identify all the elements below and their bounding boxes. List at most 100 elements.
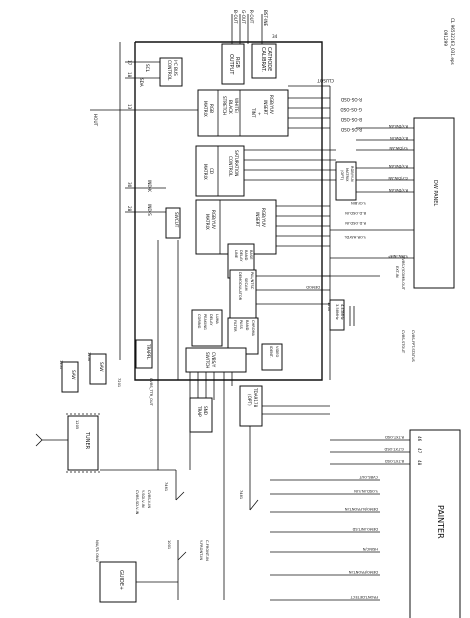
i2c-label2: CONTROL (167, 60, 172, 81)
block-i2c-control (159, 57, 183, 87)
ident-label1: VIDEO (275, 346, 279, 358)
dw-input-4: Y-DW-INMP (388, 254, 408, 258)
cd-matrix-label1: CD (209, 168, 214, 174)
out-b-osd: B-OS-OSD (341, 117, 362, 122)
saw2-label: SAW (99, 362, 104, 372)
insert-label2: INSERT (263, 100, 268, 115)
out-g-osd: G-OS-OSD (340, 107, 362, 112)
dw-input-0: Y-GY-BIN (351, 201, 366, 205)
swcut-label: SWCUT (174, 212, 179, 228)
top-signal-g-out: G-OUT (241, 10, 246, 24)
tda-label1: TDA9178 (253, 387, 258, 408)
chroma-label2: BAND (245, 320, 249, 331)
chroma-label1: CHROMA (251, 320, 255, 337)
pin-17: 17 (127, 60, 132, 66)
rgb-output-label1: RGB (234, 57, 240, 68)
block-luma-delay (191, 309, 223, 347)
block-trapfl (135, 339, 153, 369)
demod-label1: PAL/NTSC (250, 272, 254, 290)
block-rgb-matrix (197, 89, 289, 137)
block-cvbs-switch (185, 347, 247, 373)
stretch-label1: WHITE/ (234, 98, 239, 114)
tda-label2: (OPT) (247, 394, 252, 406)
block-dw-panel (413, 117, 455, 289)
label-ind-k: IND-K (147, 180, 152, 192)
xtal-label2: 3.58MHz (335, 304, 339, 320)
bbd-label4: LINE (234, 250, 238, 259)
mid-label-4: CVBS-FPT-STATUS (411, 330, 415, 363)
lr-label-2: DEMO/N-FRONT-IN (345, 507, 378, 511)
bl-label-avl: N/A/TA ONLY (95, 540, 99, 563)
bl-label-l6: Y-FRONT-IN (199, 540, 203, 560)
demod-out-label: DEMOD (306, 285, 320, 289)
matrix-opt-label3: (OPT) (340, 170, 344, 181)
painter-pin-47: 47 (417, 448, 422, 454)
out-r-osd-2: R-OS-OSD (341, 127, 362, 132)
ref-7481: 7481 (239, 490, 243, 499)
top-signal-b-out: B-OUT (233, 10, 238, 24)
insert-label1: RGB/YUV (269, 95, 274, 114)
tuner-label: TUNER (84, 431, 90, 450)
block-tuner (67, 415, 99, 471)
page-ref-line1: CL 96532163_031.eps (450, 18, 455, 65)
insert-label3: + (257, 112, 262, 116)
matrix-opt-label1: RGB/YUV (350, 166, 354, 183)
block-swcut (165, 207, 181, 239)
bbd-label1: BASE (249, 250, 253, 260)
rgb-output-label2: OUTPUT (228, 54, 234, 75)
luma-label1: LUMA (215, 314, 219, 325)
chroma-label4: FILTER (233, 320, 237, 332)
lr-label-6: FRONT-DETECT (350, 595, 378, 599)
bl-label-l2: CVBS-V-IN (147, 490, 151, 508)
pin-28: 28 (127, 206, 132, 212)
dw-line-3: R-Y/DW-AN (389, 164, 408, 168)
label-scl: SCL (145, 64, 150, 73)
saw1-label: SAW (71, 370, 76, 380)
dw-line-2: Y-Y/DW-AN (389, 146, 408, 150)
pin-18: 18 (127, 72, 132, 78)
dw-panel-label: DW PANEL (432, 180, 438, 206)
luma-label3: PEAKING (203, 314, 207, 330)
ident-label2: IDENT. (269, 346, 273, 358)
block-painter (409, 429, 461, 618)
label-ind-s: IND-S (147, 204, 152, 216)
ref-7201: 7201 (117, 378, 121, 387)
cvbs-switch-label2: SWITCH (205, 352, 210, 368)
xtal-label1: 4.43MHz (340, 304, 344, 320)
painter-pin-46: 46 (417, 436, 422, 442)
luma-label2: DELAY (209, 314, 213, 326)
bl-label-l4: CVBS-SD-V-IN (135, 490, 139, 515)
cd-matrix-label2: MATRIX (203, 164, 208, 180)
ic-outline (134, 41, 323, 381)
mid-label-0: CVBS-Y/COMB-OUT (401, 256, 405, 291)
pin-13: 13 (127, 104, 132, 110)
out-r-osd: R-OS-OSD (341, 97, 362, 102)
chroma-label3: PASS (239, 320, 243, 330)
ref-1451: 1451 (59, 360, 63, 369)
dw-input-3: Y-OR-HAYDL (345, 235, 367, 239)
i2c-label1: I²C BUS (173, 60, 178, 76)
demod-label3: DEMODULATOR (238, 272, 242, 301)
matrix2-label2: MATRIX (205, 214, 210, 230)
block-rgb-output (221, 43, 245, 85)
label-sda: SDA (139, 78, 144, 87)
bbd-label3: DELAY (239, 250, 243, 262)
lr-label-3: DEMO-INIT-SD (352, 527, 378, 531)
ref-1001: 1001 (167, 540, 171, 549)
stretch-label3: STRETCH (222, 96, 227, 115)
stretch-label2: BLACK (228, 100, 233, 114)
top-signal-r-out: R-OUT (249, 10, 254, 24)
block-cd-matrix (195, 145, 245, 197)
bl-label-l5: C-FRONT-IN (205, 540, 209, 561)
dw-line-0: R-Y/DW-AN (389, 124, 408, 128)
dw-line-4: G-Y/DW-AN (388, 176, 408, 180)
ref-1450: 1450 (87, 352, 91, 362)
block-matrix-opt (335, 161, 357, 201)
insert2-label2: INSERT (255, 212, 260, 227)
label-hout: HOUT (93, 114, 98, 127)
bbd-label2: BAND (244, 250, 248, 261)
pin-30: 30 (127, 182, 132, 188)
rgb-matrix-label1: RGB (209, 104, 214, 113)
cathode-pin: 34 (272, 34, 278, 39)
